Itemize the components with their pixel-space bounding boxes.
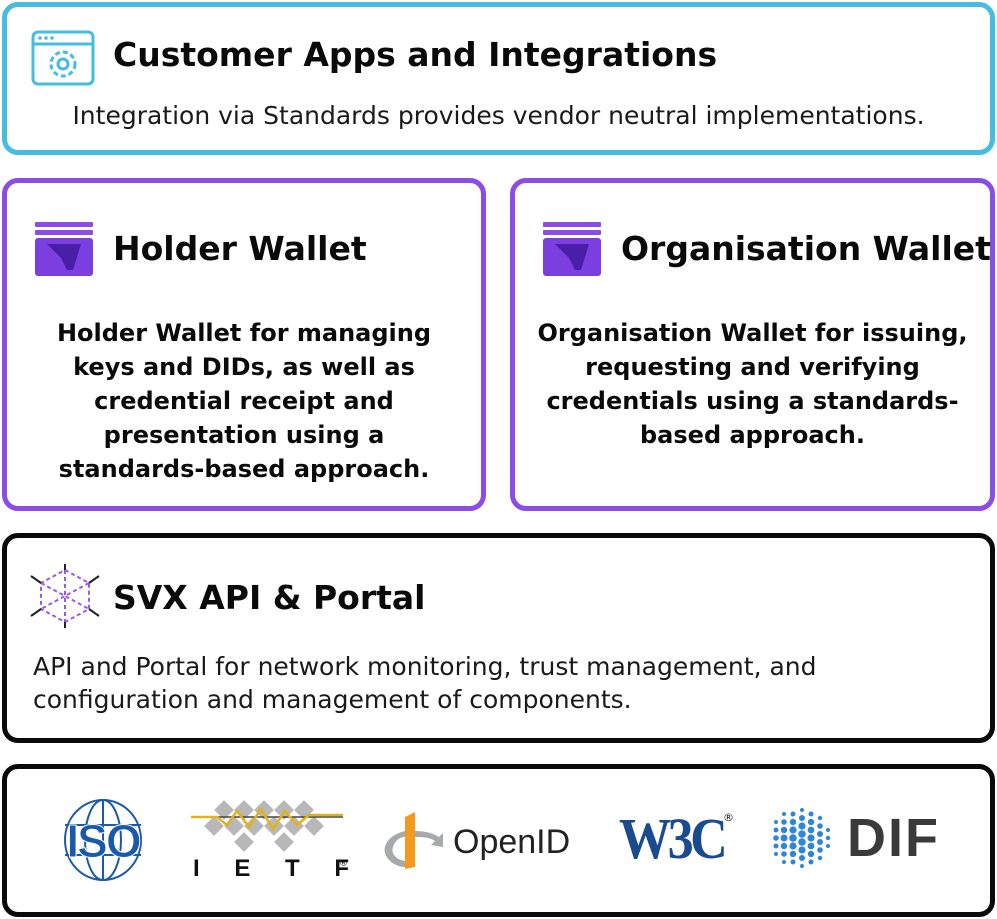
registered-mark: ® (723, 811, 734, 824)
organisation-wallet-panel: Organisation Wallet Organisation Wallet … (510, 178, 995, 511)
customer-apps-panel: Customer Apps and Integrations Integrati… (2, 2, 995, 155)
description-line: requesting and verifying (585, 353, 920, 381)
dif-logo: DIF (767, 805, 967, 875)
description-line: API and Portal for network monitoring, t… (33, 652, 817, 681)
holder-wallet-title: Holder Wallet (113, 229, 367, 268)
settings-window-icon (31, 30, 95, 86)
description-line: configuration and management of componen… (33, 685, 632, 714)
network-hexagon-icon (30, 564, 100, 628)
holder-wallet-panel: Holder Wallet Holder Wallet for managing… (2, 178, 486, 511)
description-line: based approach. (640, 421, 865, 449)
w3c-logo-text: W3C (619, 806, 728, 871)
openid-logo-text: OpenID (453, 823, 571, 861)
ietf-logo: I E T F ® (187, 797, 349, 887)
description-line: Holder Wallet for managing (56, 319, 432, 347)
organisation-wallet-description: Organisation Wallet for issuing, request… (515, 316, 990, 452)
description-line: presentation using a (103, 421, 385, 449)
svx-description: API and Portal for network monitoring, t… (33, 650, 973, 716)
iso-logo-text: ISO (66, 815, 142, 868)
organisation-wallet-title: Organisation Wallet (621, 229, 991, 268)
dif-logo-text: DIF (847, 808, 940, 868)
customer-apps-title: Customer Apps and Integrations (113, 35, 718, 74)
description-line: credential receipt and (94, 387, 394, 415)
registered-mark: ® (339, 859, 348, 869)
description-line: keys and DIDs, as well as (73, 353, 415, 381)
description-line: credentials using a standards- (546, 387, 959, 415)
svx-api-portal-panel: SVX API & Portal API and Portal for netw… (2, 533, 995, 743)
wallet-icon (543, 222, 601, 276)
wallet-icon (35, 222, 93, 276)
description-line: Organisation Wallet for issuing, (537, 319, 968, 347)
standards-logos-panel: ISO I E T F ® (2, 764, 995, 917)
description-line: standards-based approach. (58, 455, 430, 483)
w3c-logo: W3C ® (617, 806, 737, 873)
ietf-logo-text: I E T F (193, 855, 363, 882)
openid-logo: OpenID (381, 809, 581, 875)
iso-logo: ISO (51, 797, 155, 883)
holder-wallet-description: Holder Wallet for managing keys and DIDs… (7, 316, 481, 486)
svx-title: SVX API & Portal (113, 578, 426, 617)
customer-apps-description: Integration via Standards provides vendo… (72, 101, 925, 130)
